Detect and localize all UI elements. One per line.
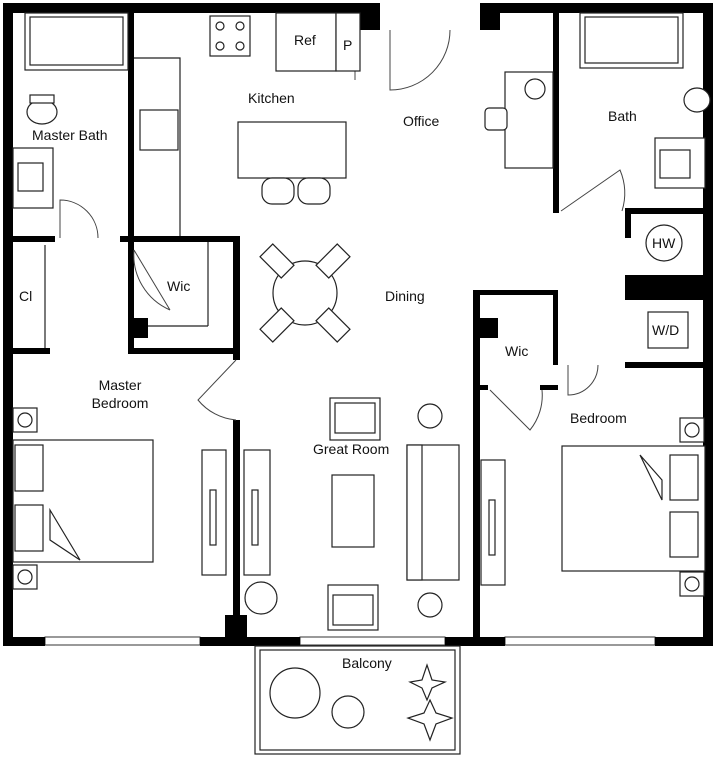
- label-master-bedroom-line2: Bedroom: [92, 395, 149, 411]
- room-labels: Ref P Kitchen Office Bath Master Bath Cl…: [19, 32, 679, 671]
- doors: [59, 29, 626, 431]
- label-hw: HW: [652, 235, 676, 251]
- label-bedroom: Bedroom: [570, 410, 627, 426]
- label-dining: Dining: [385, 288, 425, 304]
- label-bedroom-wic: Wic: [505, 343, 528, 359]
- fixtures: [12, 12, 711, 755]
- label-master-bath: Master Bath: [32, 127, 107, 143]
- label-balcony: Balcony: [342, 655, 392, 671]
- label-ref: Ref: [294, 32, 316, 48]
- label-office: Office: [403, 113, 440, 129]
- label-kitchen: Kitchen: [248, 90, 295, 106]
- windows: [44, 636, 656, 646]
- label-pantry: P: [343, 37, 352, 53]
- walls: [3, 3, 713, 646]
- label-great-room: Great Room: [313, 441, 389, 457]
- label-closet: Cl: [19, 288, 32, 304]
- label-bath: Bath: [608, 108, 637, 124]
- label-master-wic: Wic: [167, 278, 190, 294]
- label-wd: W/D: [652, 322, 679, 338]
- label-master-bedroom-line1: Master: [99, 377, 142, 393]
